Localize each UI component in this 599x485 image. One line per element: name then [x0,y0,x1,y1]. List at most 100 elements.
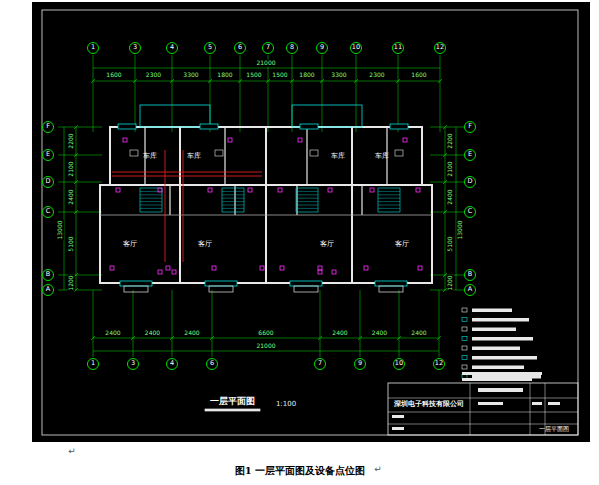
title-block-bar [548,402,560,405]
axis-number: 5 [208,44,212,51]
axis-bubble: 9 [316,42,328,54]
axis-bubble: B [464,269,476,281]
dimension-tick [238,79,242,83]
room: 客厅 [110,232,150,258]
axis-bubble: 11 [392,42,404,54]
dimension-text: 1500 [271,72,288,79]
axis-number: F [468,123,472,130]
axis-number: E [468,151,472,158]
dimension-tick [170,79,174,83]
dimension-text: 2300 [145,72,162,79]
dimension-line [64,127,65,290]
sheet-ground [32,2,590,442]
stair-tread [222,198,244,199]
axis-number: B [468,271,472,278]
dimension-text: 2400 [183,330,200,337]
axis-bubble: 1 [87,358,99,370]
dimension-text: 1800 [216,72,233,79]
title-block [388,383,578,435]
axis-bubble: 4 [166,42,178,54]
grid-line [322,55,323,132]
room: 车库 [135,146,165,168]
dimension-line [456,127,457,290]
device-point [212,266,216,270]
grid-line [440,55,441,132]
stair-tread [140,194,162,195]
title-block-bar [392,415,404,418]
axis-number: A [46,286,50,293]
bay-window [209,286,233,292]
cable-route [165,150,166,262]
device-point [166,266,170,270]
legend-symbol [462,346,467,350]
fixture [310,150,318,156]
dimension-text: 1500 [245,72,262,79]
axis-bubble: C [42,206,54,218]
dimension-tick [396,79,400,83]
stair-tread [222,191,244,192]
stair-tread [222,201,244,202]
axis-number: 7 [318,360,322,367]
device-point [172,270,176,274]
party-wall [265,127,267,283]
dimension-tick [170,336,174,340]
dimension-tick [354,79,358,83]
legend-symbol [462,365,467,369]
grid-line [93,55,94,132]
dimension-text: 2400 [104,330,121,337]
dimension-tick [74,153,78,157]
axis-bubble: C [464,206,476,218]
axis-bubble: 6 [234,42,246,54]
axis-bubble: 3 [127,358,139,370]
dimension-tick [74,288,78,292]
title-block-line [470,383,471,435]
axis-number: 9 [320,44,324,51]
axis-number: 11 [394,44,402,51]
dimension-tick [91,79,95,83]
axis-bubble: 12 [433,358,445,370]
axis-number: D [45,178,50,185]
dimension-line [76,127,77,290]
axis-number: D [467,178,472,185]
grid-line [356,55,357,132]
dimension-text: 2400 [371,330,388,337]
dimension-text: 3300 [182,72,199,79]
axis-bubble: 10 [350,42,362,54]
dimension-tick [266,79,270,83]
dimension-tick [320,79,324,83]
device-point [332,270,336,274]
grid-line [399,290,400,357]
axis-bubble: A [42,284,54,296]
cable-route [112,172,262,173]
device-point [110,266,114,270]
axis-bubble: 10 [393,358,405,370]
stair-tread [378,201,400,202]
device-point [208,188,212,192]
title-block-bar [392,427,404,430]
fixture [215,150,223,156]
room: 客厅 [382,232,422,258]
room-name: 客厅 [395,241,409,249]
device-point [123,138,127,142]
stair-tread [296,198,318,199]
title-block-cell: 一层平面图 [532,425,576,434]
cable-route [183,150,184,262]
dimension-text: 5100 [68,235,75,252]
grid-line [212,290,213,357]
legend-bar [472,375,541,379]
paragraph-mark: ↵ [373,465,383,475]
axis-bubble: 7 [262,42,274,54]
axis-bubble: 5 [204,42,216,54]
dimension-tick [290,79,294,83]
axis-bubble: A [464,284,476,296]
stair-tread [296,208,318,209]
legend-bar [472,366,524,370]
device-point [418,266,422,270]
dimension-text: 2100 [447,160,454,177]
dimension-tick [131,336,135,340]
window [290,281,322,286]
dimension-line [93,81,440,82]
device-point [318,270,322,274]
grid-line [172,290,173,357]
